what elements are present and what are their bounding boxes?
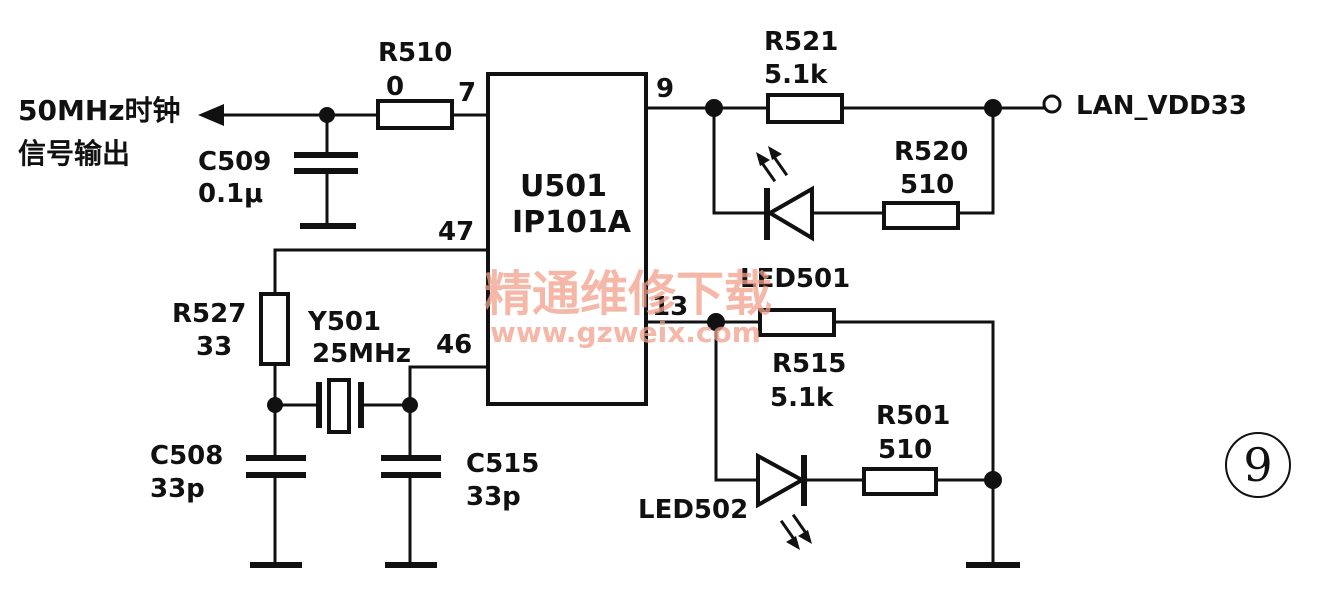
output-arrow-icon [198,104,224,126]
r510-value: 0 [386,72,404,102]
resistor-r521 [766,93,844,124]
r527-value: 33 [196,332,232,362]
output-label-line1: 50MHz时钟 [18,94,181,127]
chip-ref: U501 [520,169,607,204]
c508-ref: C508 [150,441,223,471]
led501-section [644,93,1062,242]
r510-ref: R510 [378,38,452,68]
clock-output-section [198,99,490,229]
led501-ref: LED501 [740,264,850,294]
crystal-section [246,248,490,568]
r515-ref: R515 [772,349,846,379]
y501-ref: Y501 [307,307,381,337]
r520-ref: R520 [894,137,968,167]
watermark-title: 精通维修下载 [484,266,772,322]
resistor-r520 [882,201,960,230]
output-label-line2: 信号输出 [18,137,130,170]
c509-ref: C509 [198,147,271,177]
resistor-r510 [376,99,454,130]
r515-value: 5.1k [770,383,834,413]
page-number-circle [1225,432,1291,498]
resistor-r501 [862,467,938,496]
pin-9: 9 [656,74,674,104]
pin-46: 46 [436,330,472,360]
r501-ref: R501 [876,401,950,431]
pin-47: 47 [438,217,474,247]
net-label-lan-vdd33: LAN_VDD33 [1076,91,1247,121]
watermark-url: www.gzweix.com [490,316,761,349]
resistor-r527 [259,292,290,366]
chip-u501 [486,72,648,406]
pin-7: 7 [458,78,476,108]
r501-value: 510 [878,435,932,465]
y501-value: 25MHz [312,339,411,369]
r527-ref: R527 [172,299,246,329]
pin-13: 13 [652,292,688,322]
led-led502 [756,452,807,509]
led502-section [644,308,1020,568]
c515-ref: C515 [466,449,539,479]
r521-ref: R521 [764,27,838,57]
lan-vdd33-terminal [1042,94,1062,114]
r520-value: 510 [900,170,954,200]
r521-value: 5.1k [764,60,828,90]
page-number: 9 [1243,438,1272,492]
c508-value: 33p [150,474,205,504]
chip-part: IP101A [512,205,632,240]
led502-ref: LED502 [638,495,748,525]
c509-value: 0.1μ [198,179,263,209]
c515-value: 33p [466,482,521,512]
